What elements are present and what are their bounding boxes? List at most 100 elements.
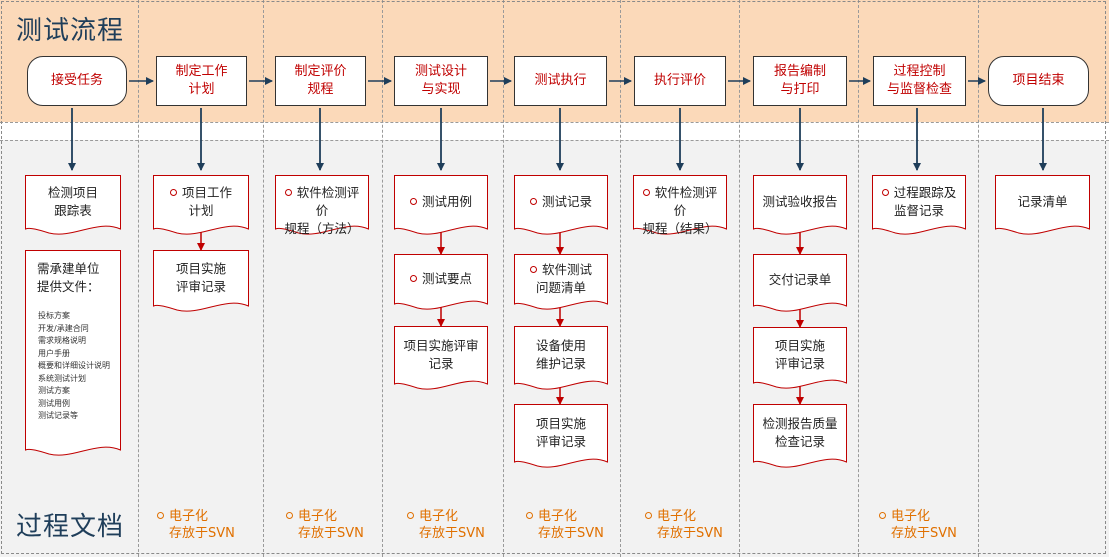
bullet-icon (157, 512, 164, 519)
document-outline (275, 175, 369, 235)
document-shape[interactable]: 记录清单 (995, 175, 1090, 237)
step-label: 过程控制 与监督检查 (886, 64, 952, 97)
document-shape[interactable]: 项目实施评审 记录 (394, 326, 488, 392)
document-text: 过程跟踪及 监督记录 (893, 185, 957, 218)
required-file-item: 概要和详细设计说明 (38, 361, 110, 370)
document-shape[interactable]: 软件测试 问题清单 (514, 254, 608, 312)
document-label: 测试验收报告 (753, 175, 847, 211)
step-report[interactable]: 报告编制 与打印 (753, 56, 847, 106)
document-shape[interactable]: 测试记录 (514, 175, 608, 237)
document-label: 测试记录 (514, 175, 608, 211)
bullet-icon (169, 189, 177, 196)
document-shape[interactable]: 软件检测评价 规程（结果） (633, 175, 727, 237)
lane-divider (382, 0, 383, 557)
svn-note: 电子化存放于SVN (407, 508, 485, 542)
bullet-icon (879, 512, 886, 519)
document-shape[interactable]: 需承建单位 提供文件：投标方案开发/承建合同需求规格说明用户手册概要和详细设计说… (25, 250, 121, 458)
document-text: 测试用例 (421, 194, 472, 209)
step-exec-eval[interactable]: 执行评价 (634, 56, 726, 106)
document-shape[interactable]: 检测报告质量 检查记录 (753, 404, 847, 470)
svn-note: 电子化存放于SVN (157, 508, 235, 542)
required-files-list: 投标方案开发/承建合同需求规格说明用户手册概要和详细设计说明系统测试计划测试方案… (38, 310, 110, 423)
document-shape[interactable]: 测试用例 (394, 175, 488, 237)
document-outline (514, 326, 608, 390)
document-shape[interactable]: 过程跟踪及 监督记录 (872, 175, 966, 237)
bullet-icon (407, 512, 414, 519)
document-label: 过程跟踪及 监督记录 (872, 175, 966, 220)
svn-note-line1: 电子化 (298, 509, 338, 524)
document-label: 项目实施 评审记录 (153, 250, 249, 296)
document-outline (25, 175, 121, 235)
document-text: 需承建单位 提供文件： (37, 261, 100, 294)
step-work-plan[interactable]: 制定工作 计划 (156, 56, 247, 106)
document-text: 软件测试 问题清单 (535, 262, 592, 295)
document-label: 检测报告质量 检查记录 (753, 404, 847, 451)
bullet-icon (529, 266, 537, 273)
document-shape[interactable]: 软件检测评价 规程（方法） (275, 175, 369, 237)
step-test-exec[interactable]: 测试执行 (514, 56, 607, 106)
document-label: 需承建单位 提供文件： (25, 250, 121, 296)
document-shape[interactable]: 交付记录单 (753, 254, 847, 314)
document-shape[interactable]: 项目工作 计划 (153, 175, 249, 237)
bullet-icon (529, 198, 537, 205)
document-text: 测试记录 (541, 194, 592, 209)
bullet-icon (284, 189, 292, 196)
document-shape[interactable]: 测试要点 (394, 254, 488, 312)
step-label: 执行评价 (653, 73, 706, 88)
document-shape[interactable]: 检测项目 跟踪表 (25, 175, 121, 237)
band-separator (0, 122, 1109, 140)
document-text: 软件检测评价 规程（结果） (642, 185, 718, 236)
bullet-icon (286, 512, 293, 519)
bullet-icon (881, 189, 889, 196)
document-outline (995, 175, 1090, 235)
required-file-item: 测试用例 (38, 398, 70, 408)
document-label: 软件测试 问题清单 (514, 254, 608, 297)
required-file-item: 开发/承建合同 (38, 323, 89, 333)
document-outline (514, 175, 608, 235)
document-shape[interactable]: 项目实施 评审记录 (753, 327, 847, 391)
document-outline (394, 254, 488, 310)
bullet-icon (645, 512, 652, 519)
document-text: 设备使用 维护记录 (535, 338, 586, 371)
svn-note-line2: 存放于SVN (538, 526, 604, 541)
document-outline (514, 254, 608, 310)
document-label: 项目工作 计划 (153, 175, 249, 220)
document-outline (514, 404, 608, 468)
title-process: 测试流程 (16, 16, 125, 46)
divider-line (0, 122, 1109, 123)
svn-note-line1: 电子化 (419, 509, 459, 524)
document-shape[interactable]: 测试验收报告 (753, 175, 847, 237)
document-label: 检测项目 跟踪表 (25, 175, 121, 220)
document-shape[interactable]: 设备使用 维护记录 (514, 326, 608, 392)
lane-divider (858, 0, 859, 557)
step-process-control[interactable]: 过程控制 与监督检查 (873, 56, 966, 106)
document-outline (753, 327, 847, 389)
document-shape[interactable]: 项目实施 评审记录 (514, 404, 608, 470)
step-label: 项目结束 (1012, 73, 1065, 88)
svn-note-line2: 存放于SVN (419, 526, 485, 541)
step-project-end[interactable]: 项目结束 (988, 56, 1089, 106)
required-file-item: 投标方案 (38, 311, 70, 320)
svn-note-line1: 电子化 (538, 509, 578, 524)
document-outline (153, 250, 249, 312)
bullet-icon (409, 275, 417, 282)
step-test-design[interactable]: 测试设计 与实现 (394, 56, 488, 106)
step-eval-rules[interactable]: 制定评价 规程 (275, 56, 366, 106)
document-label: 软件检测评价 规程（结果） (633, 175, 727, 238)
svn-note: 电子化存放于SVN (286, 508, 364, 542)
document-shape[interactable]: 项目实施 评审记录 (153, 250, 249, 314)
document-label: 测试用例 (394, 175, 488, 211)
document-text: 项目实施 评审记录 (175, 261, 226, 294)
lane-divider (620, 0, 621, 557)
document-outline (153, 175, 249, 235)
lane-divider (978, 0, 979, 557)
step-accept-task[interactable]: 接受任务 (27, 56, 127, 106)
document-outline (25, 250, 121, 456)
svn-note-line2: 存放于SVN (891, 526, 957, 541)
bullet-icon (526, 512, 533, 519)
step-label: 制定工作 计划 (175, 64, 228, 97)
svn-note-line2: 存放于SVN (298, 526, 364, 541)
document-outline (633, 175, 727, 235)
document-outline (753, 404, 847, 468)
